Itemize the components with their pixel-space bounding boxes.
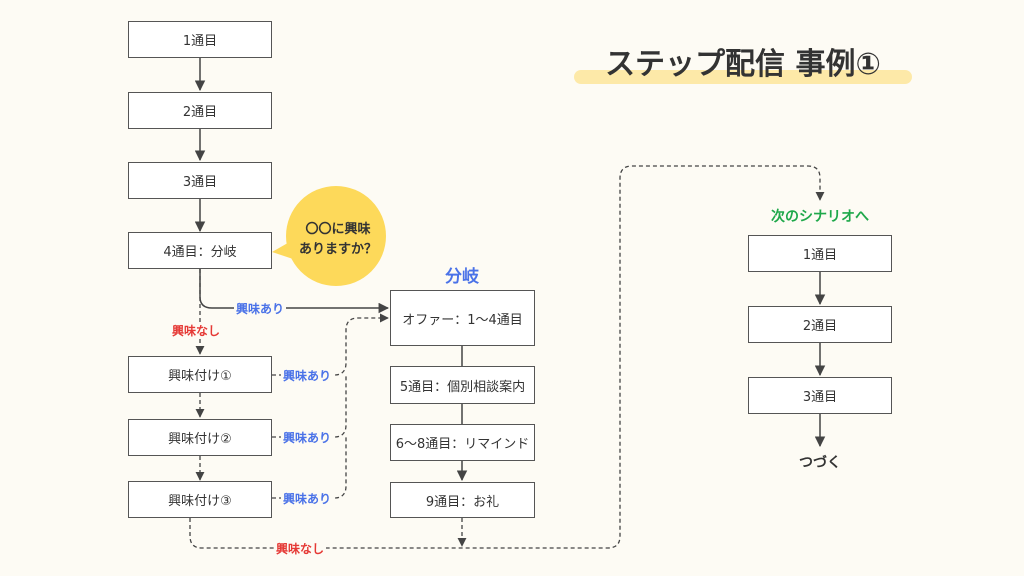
arrow-nurture-1-interested — [272, 313, 389, 376]
branch-consult-box: 5通目：個別相談案内 — [390, 366, 535, 404]
step-2-box: 2通目 — [128, 92, 272, 129]
label-interested-nurture-3: 興味あり — [281, 492, 334, 506]
next-scenario-heading: 次のシナリオへ — [771, 209, 869, 225]
page-title: ステップ配信 事例① — [605, 47, 881, 82]
arrow-to-next-scenario — [189, 165, 825, 549]
nurture-2-box: 興味付け② — [128, 419, 272, 456]
label-interested-nurture-1: 興味あり — [281, 369, 334, 383]
next-step-1-box: 1通目 — [748, 235, 892, 272]
step-1-box: 1通目 — [128, 21, 272, 58]
speech-bubble — [272, 186, 386, 286]
title-highlight — [574, 70, 912, 84]
arrow-nurture-2-interested — [272, 375, 347, 438]
next-step-2-box: 2通目 — [748, 306, 892, 343]
branch-offer-box: オファー：1〜4通目 — [390, 290, 535, 346]
label-interested-main: 興味あり — [234, 302, 287, 316]
step-4-branch-box: 4通目：分岐 — [128, 232, 272, 269]
branch-heading: 分岐 — [445, 267, 479, 287]
step-3-box: 3通目 — [128, 162, 272, 199]
branch-thanks-box: 9通目：お礼 — [390, 482, 535, 518]
branch-reminder-box: 6〜8通目：リマインド — [390, 424, 535, 461]
label-interested-nurture-2: 興味あり — [281, 431, 334, 445]
bubble-text: 〇〇に興味 ありますか？ — [290, 220, 386, 260]
bubble-line-2: ありますか？ — [298, 242, 377, 257]
label-not-interested-left: 興味なし — [170, 324, 223, 338]
nurture-3-box: 興味付け③ — [128, 481, 272, 518]
nurture-1-box: 興味付け① — [128, 356, 272, 393]
continue-label: つづく — [799, 455, 841, 471]
next-step-3-box: 3通目 — [748, 377, 892, 414]
arrow-nurture-3-interested — [272, 437, 347, 499]
page-title-wrap: ステップ配信 事例① — [574, 44, 912, 88]
bubble-line-1: 〇〇に興味 — [305, 222, 371, 237]
label-not-interested-bottom: 興味なし — [274, 542, 327, 556]
